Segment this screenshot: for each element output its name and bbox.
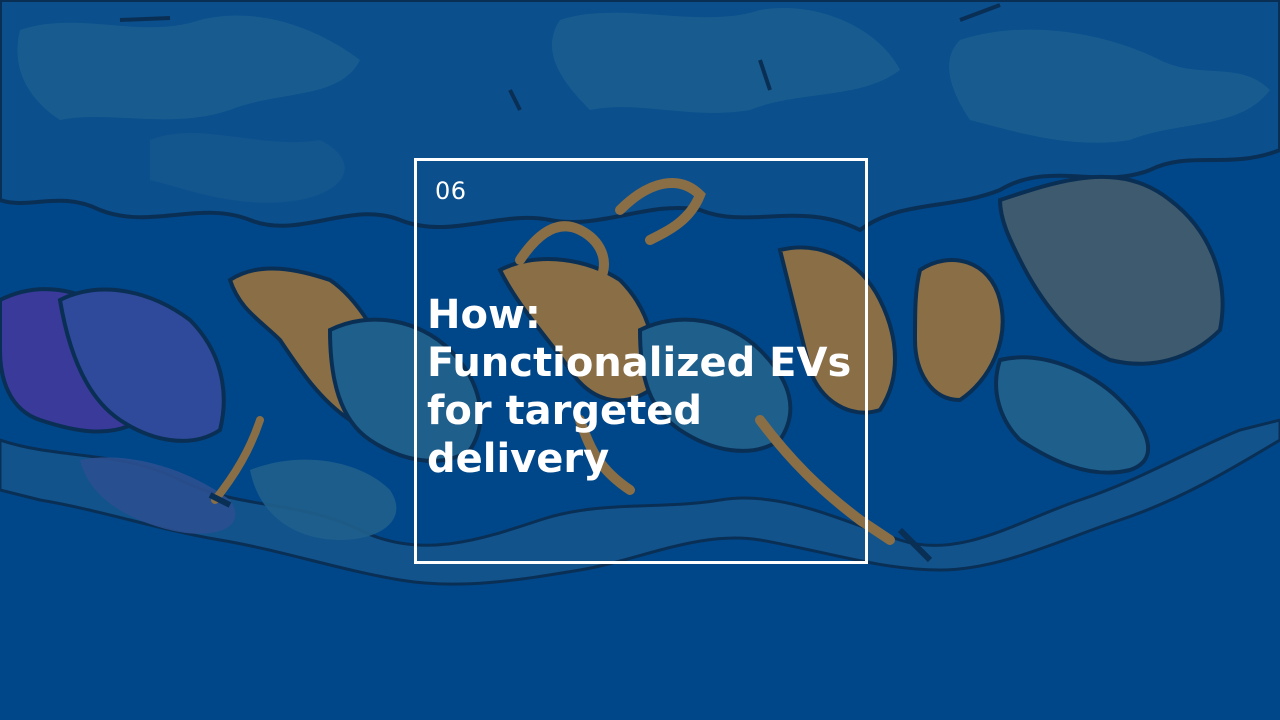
section-number: 06 (435, 177, 467, 205)
title-frame: 06 How: Functionalized EVs for targeted … (414, 158, 868, 564)
loop-strand (515, 221, 609, 285)
ribbon-segment (997, 174, 1225, 366)
loop-strand (755, 415, 895, 545)
slide-title: How: Functionalized EVs for targeted del… (427, 292, 852, 482)
loop-strand (615, 178, 706, 245)
loop-strand (575, 415, 635, 495)
lower-blob-region (0, 418, 1280, 586)
ribbon-segment (57, 287, 226, 443)
ribbon-segment (912, 258, 1005, 403)
ribbon-segment (994, 355, 1150, 475)
loop-strand (211, 416, 264, 504)
